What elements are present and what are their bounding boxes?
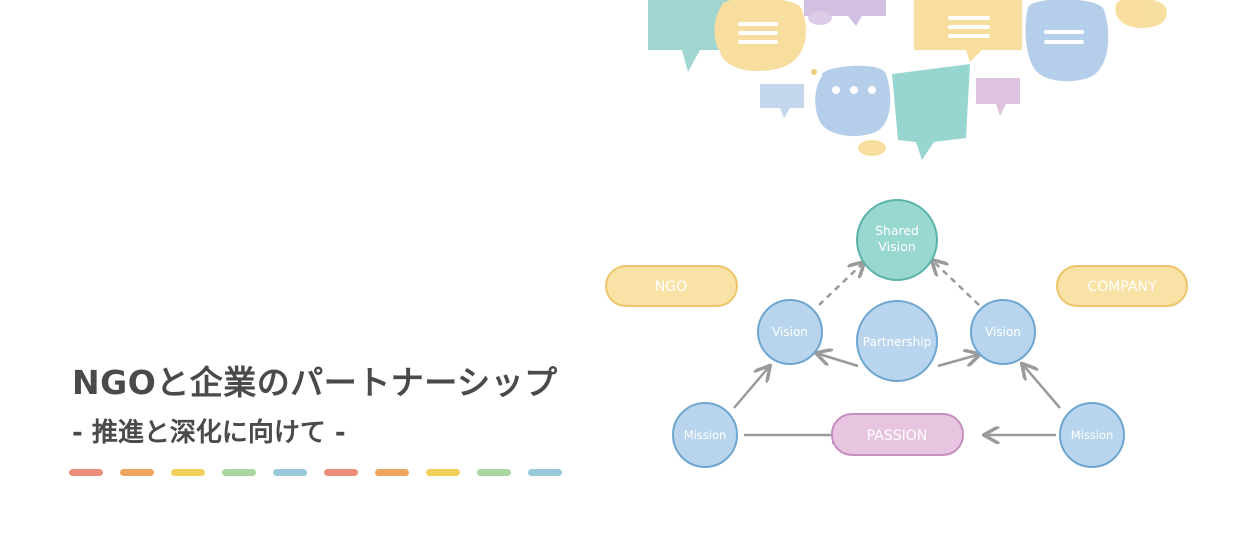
chat-bubble-icon <box>714 0 807 71</box>
mission-left-label: Mission <box>684 428 727 442</box>
vision-left-node: Vision <box>757 299 823 365</box>
color-dash-divider <box>69 469 562 476</box>
color-dash <box>273 469 307 476</box>
chat-bubble-icon <box>1115 0 1167 28</box>
shared-vision-node: Shared Vision <box>856 199 938 281</box>
partnership-diagram: NGO COMPANY Shared Vision Vision Vision … <box>605 199 1188 468</box>
title-block: NGOと企業のパートナーシップ - 推進と深化に向けて - <box>72 356 558 449</box>
arrow-mission-left-to-vision <box>733 368 768 409</box>
arrow-partnership-to-vision-right <box>937 355 977 368</box>
shared-vision-label-1: Shared <box>875 223 919 238</box>
mission-left-node: Mission <box>672 402 738 468</box>
vision-right-node: Vision <box>970 299 1036 365</box>
color-dash <box>222 469 256 476</box>
color-dash <box>120 469 154 476</box>
color-dash <box>477 469 511 476</box>
chat-bubble-icon <box>892 64 970 160</box>
chat-bubble-icon <box>976 78 1020 116</box>
arrow-partnership-to-vision-left <box>819 354 859 368</box>
mission-right-node: Mission <box>1059 402 1125 468</box>
color-dash <box>375 469 409 476</box>
arrow-mission-right-to-vision <box>1024 366 1061 409</box>
color-dash <box>171 469 205 476</box>
chat-bubble-icon <box>815 65 891 137</box>
company-label: COMPANY <box>1087 279 1156 295</box>
chat-bubble-icon <box>804 0 886 26</box>
chat-bubble-icon <box>760 84 804 118</box>
mission-right-label: Mission <box>1071 428 1114 442</box>
company-tag: COMPANY <box>1056 265 1188 307</box>
partnership-label: Partnership <box>863 335 931 349</box>
vision-left-label: Vision <box>772 325 808 339</box>
color-dash <box>426 469 460 476</box>
chat-bubble-icon <box>914 0 1022 62</box>
passion-label: PASSION <box>867 428 928 444</box>
page-subtitle: - 推進と深化に向けて - <box>72 418 346 448</box>
color-dash <box>324 469 358 476</box>
page-title: NGOと企業のパートナーシップ <box>72 363 558 402</box>
ngo-tag: NGO <box>605 265 738 307</box>
vision-right-label: Vision <box>985 325 1021 339</box>
speech-bubble-icons <box>648 0 1167 160</box>
arrow-vision-left-to-shared <box>818 264 862 306</box>
ngo-label: NGO <box>655 279 687 295</box>
color-dash <box>69 469 103 476</box>
passion-tag: PASSION <box>831 413 964 456</box>
arrow-vision-right-to-shared <box>934 262 980 306</box>
shared-vision-label-2: Vision <box>878 239 915 254</box>
color-dash <box>528 469 562 476</box>
partnership-node: Partnership <box>856 300 938 382</box>
